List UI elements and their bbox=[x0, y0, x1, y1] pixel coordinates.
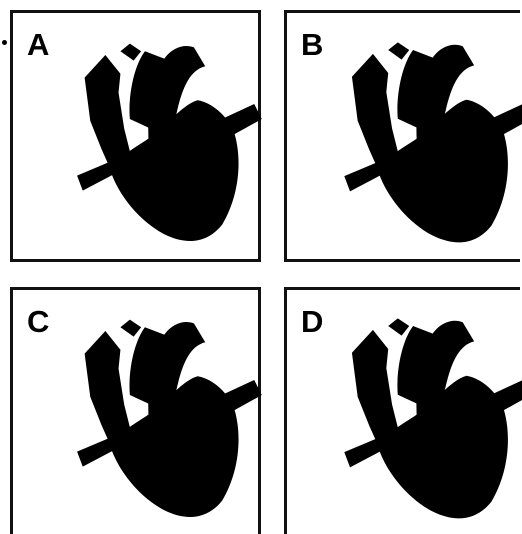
panel-label-c: C bbox=[27, 306, 49, 337]
panel-label-a: A bbox=[27, 29, 49, 60]
panel-d: D bbox=[284, 287, 520, 534]
panel-label-d: D bbox=[301, 306, 323, 337]
panel-c: C bbox=[10, 287, 261, 534]
scan-speck bbox=[2, 40, 7, 45]
panel-b: B bbox=[284, 10, 520, 262]
heart-drawing-c bbox=[13, 290, 258, 534]
panel-label-b: B bbox=[301, 29, 323, 60]
panel-a: A bbox=[10, 10, 261, 262]
heart-drawing-a bbox=[13, 13, 258, 259]
